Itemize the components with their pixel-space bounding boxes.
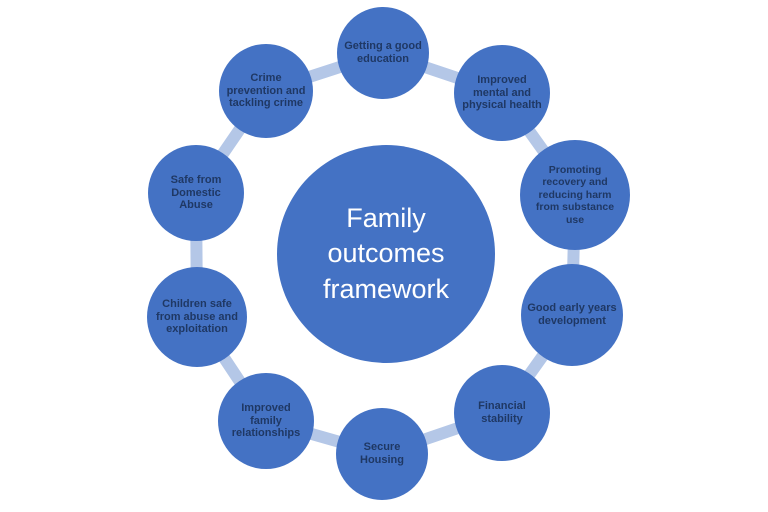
outcome-node-children-safe: Children safe from abuse and exploitatio… <box>147 267 247 367</box>
outcome-label: Financial stability <box>478 400 526 425</box>
outcome-node-crime-prevention: Crime prevention and tackling crime <box>219 44 313 138</box>
outcome-node-secure-housing: Secure Housing <box>336 408 428 500</box>
outcome-node-mental-physical-health: Improved mental and physical health <box>454 45 550 141</box>
outcome-node-early-years-development: Good early years development <box>521 264 623 366</box>
outcome-label: Promoting recovery and reducing harm fro… <box>535 164 615 226</box>
outcome-label: Improved family relationships <box>231 401 301 440</box>
outcome-label: Getting a good education <box>344 40 422 65</box>
outcome-label: Children safe from abuse and exploitatio… <box>156 297 238 336</box>
center-title: Family outcomes framework <box>322 203 450 304</box>
outcome-label: Secure Housing <box>360 441 404 466</box>
outcome-label: Improved mental and physical health <box>462 73 542 112</box>
center-circle: Family outcomes framework <box>277 145 495 363</box>
outcome-label: Safe from Domestic Abuse <box>170 173 222 212</box>
outcome-node-education: Getting a good education <box>337 7 429 99</box>
outcome-label: Crime prevention and tackling crime <box>226 71 306 110</box>
outcome-node-family-relationships: Improved family relationships <box>218 373 314 469</box>
outcome-node-domestic-abuse: Safe from Domestic Abuse <box>148 145 244 241</box>
outcome-node-financial-stability: Financial stability <box>454 365 550 461</box>
outcome-node-substance-use-recovery: Promoting recovery and reducing harm fro… <box>520 140 630 250</box>
outcome-label: Good early years development <box>527 302 617 327</box>
